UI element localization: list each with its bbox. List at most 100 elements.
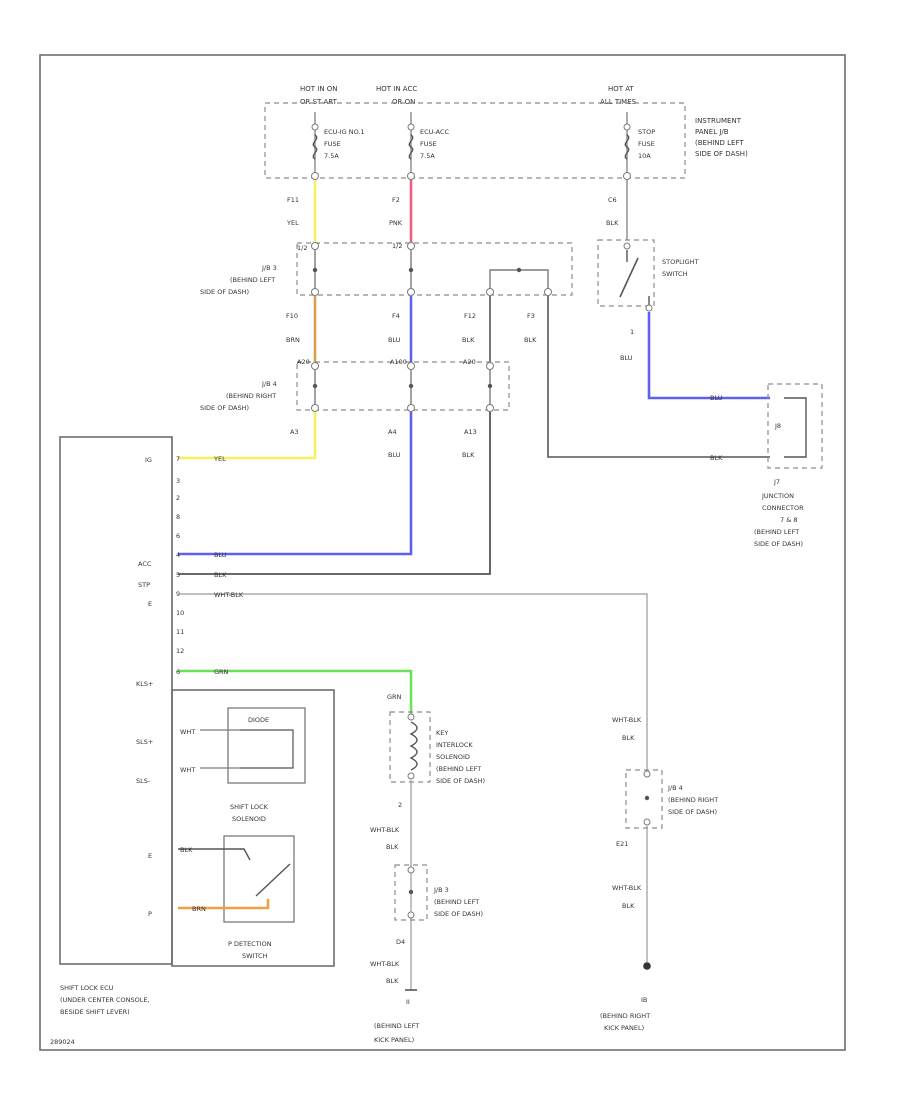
svg-text:WHT-BLK: WHT-BLK [370,960,400,968]
shift-lock-ecu-box [59,436,173,965]
hot-acc-sub: OR ON [392,98,415,106]
jb3-lower-box [394,864,428,921]
svg-text:WHT-BLK: WHT-BLK [612,884,642,892]
svg-text:C6: C6 [608,196,617,204]
svg-text:INTERLOCK: INTERLOCK [436,741,473,749]
svg-text:WHT-BLK: WHT-BLK [612,716,642,724]
svg-text:SLS+: SLS+ [136,738,153,746]
svg-text:SOLENOID: SOLENOID [436,753,470,761]
svg-text:A20: A20 [463,358,476,366]
svg-text:11: 11 [176,628,184,636]
jb4-box [296,361,510,411]
svg-text:7 & 8: 7 & 8 [780,516,797,524]
jb4-lower-box [625,769,663,829]
key-interlock-solenoid-box [389,711,431,783]
svg-text:STP: STP [138,581,150,589]
fuse-stop: STOP FUSE 10A [623,112,655,240]
svg-text:BLU: BLU [620,354,633,362]
svg-text:SIDE OF DASH): SIDE OF DASH) [754,540,803,548]
hot-at-sub: ALL TIMES [600,98,637,106]
svg-text:A13: A13 [464,428,477,436]
svg-text:F10: F10 [286,312,298,320]
svg-text:5: 5 [176,571,180,579]
stoplight-switch-label-1: STOPLIGHT [662,258,699,266]
svg-text:WHT: WHT [180,728,195,736]
svg-text:II: II [406,998,410,1006]
panel-jb-label-1: INSTRUMENT [695,117,742,125]
panel-jb-label-2: PANEL J/B [695,128,729,136]
wire-blue-stoplight [647,312,770,400]
svg-text:STOP: STOP [638,128,655,136]
svg-text:BLU: BLU [214,551,227,559]
svg-text:ECU-ACC: ECU-ACC [420,128,449,136]
svg-text:BLK: BLK [606,219,619,227]
svg-text:F3: F3 [527,312,535,320]
svg-text:SIDE OF DASH): SIDE OF DASH) [434,910,483,918]
svg-text:BLK: BLK [622,734,635,742]
svg-text:F11: F11 [287,196,299,204]
shift-lock-subassembly-box [171,689,335,967]
footer-code: 289024 [50,1038,75,1046]
svg-text:SWITCH: SWITCH [242,952,268,960]
svg-text:FUSE: FUSE [324,140,341,148]
svg-text:P DETECTION: P DETECTION [228,940,272,948]
svg-text:BRN: BRN [286,336,300,344]
svg-text:(BEHIND RIGHT: (BEHIND RIGHT [668,796,718,804]
svg-text:12: 12 [176,647,184,655]
instrument-panel-jb-box [264,102,686,179]
svg-text:E: E [148,852,152,860]
panel-jb-label-3: (BEHIND LEFT [695,139,744,147]
svg-text:A4: A4 [388,428,397,436]
svg-text:GRN: GRN [387,693,402,701]
svg-text:IB: IB [641,996,647,1004]
svg-text:BLK: BLK [524,336,537,344]
svg-text:D4: D4 [396,938,405,946]
svg-text:(BEHIND LEFT: (BEHIND LEFT [374,1022,419,1030]
svg-text:BRN: BRN [192,905,206,913]
svg-text:KICK PANEL): KICK PANEL) [374,1036,414,1044]
ground-left-kick-panel: II (BEHIND LEFT KICK PANEL) [374,989,419,1044]
svg-text:WHT-BLK: WHT-BLK [370,826,400,834]
wire-blue-acc [178,412,413,556]
hot-ig-label: HOT IN ON [300,85,338,93]
svg-text:SIDE OF DASH): SIDE OF DASH) [668,808,717,816]
svg-text:PNK: PNK [389,219,403,227]
svg-text:(BEHIND LEFT: (BEHIND LEFT [434,898,479,906]
svg-text:1/2: 1/2 [297,244,307,252]
svg-text:J/B 3: J/B 3 [433,886,449,894]
svg-text:(UNDER CENTER CONSOLE,: (UNDER CENTER CONSOLE, [60,996,150,1004]
svg-text:4: 4 [176,551,180,559]
svg-text:F2: F2 [392,196,400,204]
hot-ig-sub: OR ST ART [300,98,338,106]
svg-text:J7: J7 [773,478,780,486]
svg-text:6: 6 [176,668,180,676]
jb3-box [296,242,573,296]
svg-text:YEL: YEL [213,455,226,463]
junction-label-1: JUNCTION [761,492,794,500]
svg-text:J8: J8 [774,422,781,430]
hot-at-label: HOT AT [608,85,635,93]
svg-text:10A: 10A [638,152,651,160]
svg-text:BLK: BLK [214,571,227,579]
svg-text:BLK: BLK [710,454,723,462]
svg-text:6: 6 [176,532,180,540]
svg-text:KEY: KEY [436,729,448,737]
shift-lock-solenoid [227,707,306,784]
svg-text:2: 2 [398,801,402,809]
wire-yellow-ig [178,412,317,460]
svg-text:FUSE: FUSE [420,140,437,148]
hot-acc-label: HOT IN ACC [376,85,417,93]
svg-text:BLK: BLK [462,336,475,344]
wire-black-f3 [547,296,770,458]
svg-text:ECU-IG NO.1: ECU-IG NO.1 [324,128,365,136]
junction-connector-box [767,383,823,469]
svg-text:8: 8 [176,513,180,521]
svg-text:SLS-: SLS- [136,777,151,785]
svg-text:7: 7 [176,455,180,463]
svg-text:E21: E21 [616,840,628,848]
ground-right-kick-panel: IB (BEHIND RIGHT KICK PANEL) [600,962,651,1032]
svg-text:BLU: BLU [388,451,401,459]
svg-text:CONNECTOR: CONNECTOR [762,504,804,512]
svg-text:BLK: BLK [462,451,475,459]
svg-text:(BEHIND LEFT: (BEHIND LEFT [754,528,799,536]
